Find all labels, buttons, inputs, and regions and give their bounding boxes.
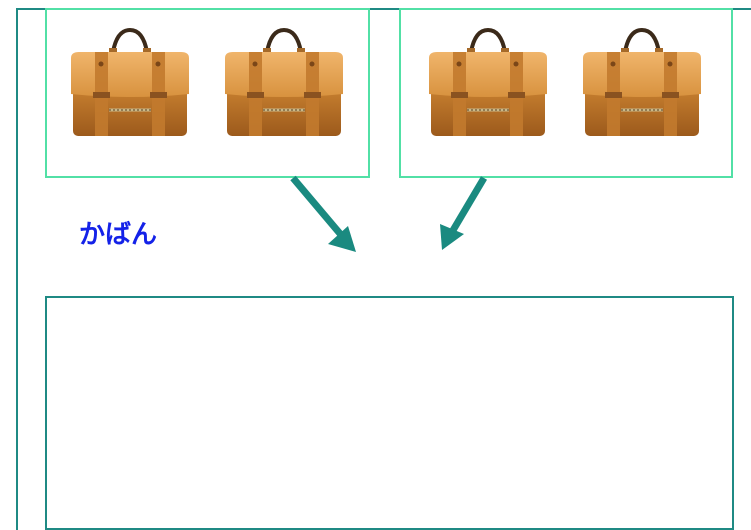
- label-kaban: かばん: [79, 220, 158, 250]
- bag-image: [427, 28, 549, 138]
- bag-panel-left: [45, 8, 370, 178]
- outer-frame: [16, 8, 751, 530]
- answer-box: [45, 296, 734, 530]
- bag-image: [581, 28, 703, 138]
- bag-image: [223, 28, 345, 138]
- bag-panel-right: [399, 8, 733, 178]
- bag-image: [69, 28, 191, 138]
